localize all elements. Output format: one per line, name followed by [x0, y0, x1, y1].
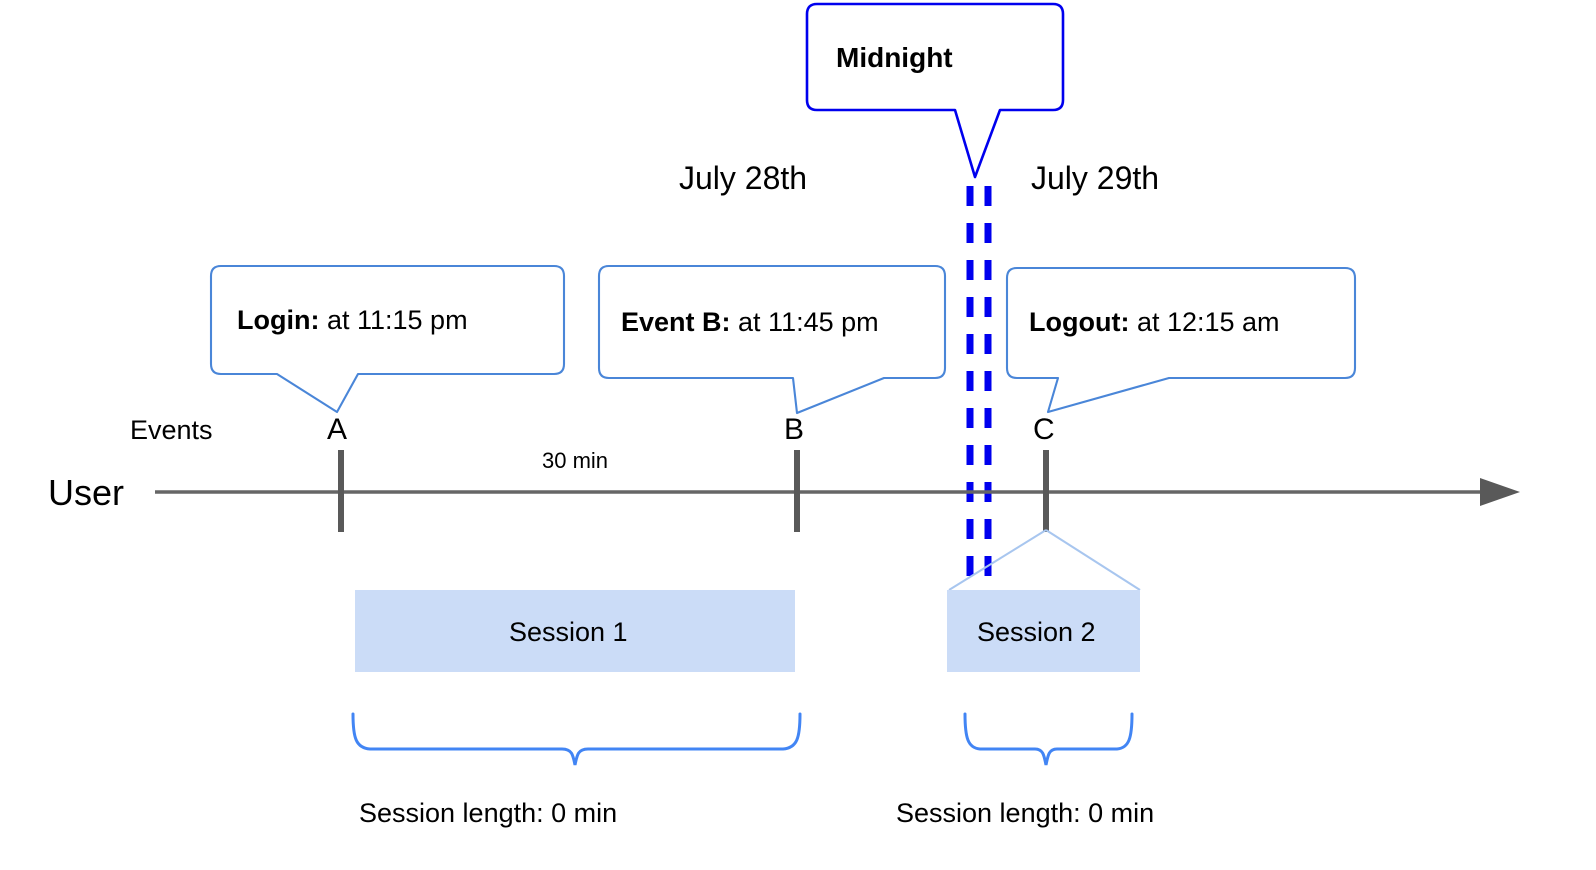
session-1-brace: [351, 712, 802, 766]
eventb-callout-bold: Event B:: [621, 307, 731, 337]
session-1-label: Session 1: [509, 617, 628, 647]
session-2-label: Session 2: [977, 617, 1096, 647]
midnight-callout-shape: [805, 2, 1065, 179]
tick-label-a: A: [327, 413, 348, 446]
eventb-callout-text: Event B: at 11:45 pm: [621, 307, 879, 338]
row-label-user: User: [48, 472, 125, 513]
date-label-july-29: July 29th: [1031, 160, 1160, 196]
logout-callout-text: Logout: at 12:15 am: [1029, 307, 1280, 338]
session-2-length-label: Session length: 0 min: [896, 798, 1155, 828]
login-callout-bold: Login:: [237, 305, 320, 335]
session-1-length-label: Session length: 0 min: [359, 798, 618, 828]
timeline-axis: [155, 478, 1520, 506]
eventb-callout-shape: [597, 264, 947, 415]
tick-label-c: C: [1033, 413, 1055, 446]
session-2-box: [947, 590, 1140, 672]
logout-callout-bold: Logout:: [1029, 307, 1130, 337]
midnight-callout-label: Midnight: [836, 42, 953, 73]
session-2-brace: [963, 712, 1134, 766]
login-callout-rest: at 11:15 pm: [319, 305, 468, 335]
session-1-box: [355, 590, 795, 672]
tick-label-b: B: [784, 413, 805, 446]
duration-label-30min: 30 min: [542, 448, 609, 473]
session2-connector: [948, 529, 1141, 591]
event-tick-marks: [338, 450, 1049, 532]
midnight-divider-lines: [966, 186, 992, 580]
row-label-events: Events: [130, 415, 213, 445]
eventb-callout-rest: at 11:45 pm: [730, 307, 879, 337]
logout-callout-rest: at 12:15 am: [1129, 307, 1280, 337]
logout-callout-shape: [1005, 266, 1357, 414]
date-label-july-28: July 28th: [679, 160, 808, 196]
login-callout-text: Login: at 11:15 pm: [237, 305, 468, 336]
login-callout-shape: [209, 264, 566, 414]
